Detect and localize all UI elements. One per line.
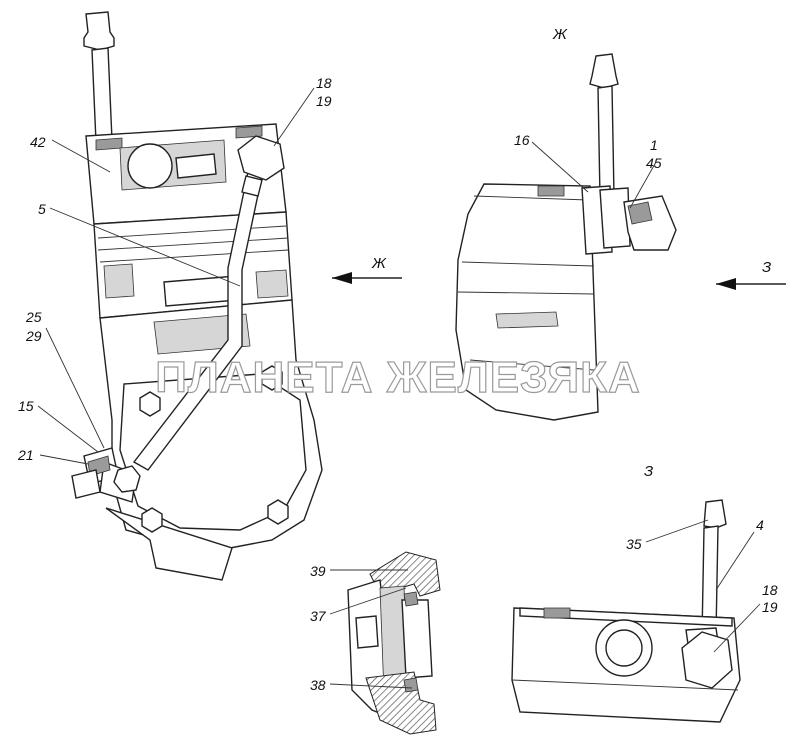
- callout-38: 38: [310, 677, 326, 693]
- view-zh: [455, 53, 677, 421]
- section-view-callouts: 39 37 38: [310, 563, 413, 693]
- callout-21: 21: [17, 447, 34, 463]
- view-label-z-arrow: З: [762, 259, 771, 276]
- section-view: [347, 551, 441, 735]
- callout-5: 5: [38, 201, 46, 217]
- callout-18b: 18: [762, 582, 778, 598]
- view-z: [511, 499, 741, 723]
- callout-37: 37: [310, 608, 327, 624]
- view-label-z: З: [644, 463, 653, 480]
- callout-19b: 19: [762, 599, 778, 615]
- callout-39: 39: [310, 563, 326, 579]
- callout-42: 42: [30, 134, 46, 150]
- callout-45: 45: [646, 155, 662, 171]
- callout-18: 18: [316, 75, 332, 91]
- callout-25: 25: [25, 309, 42, 325]
- callout-29: 29: [25, 328, 42, 344]
- view-zh-callouts: 16 1 45: [514, 132, 662, 209]
- watermark-text: ПЛАНЕТА ЖЕЛЕЗЯКА: [155, 353, 641, 402]
- callout-35: 35: [626, 536, 642, 552]
- view-arrow-zh: Ж: [332, 255, 402, 284]
- main-view-callouts: 42 18 19 5 25 29 15 21: [17, 75, 332, 465]
- callout-15: 15: [18, 398, 34, 414]
- view-arrow-z: З: [716, 259, 786, 290]
- callout-4: 4: [756, 517, 764, 533]
- main-view: [71, 11, 323, 581]
- view-label-zh-top: Ж: [552, 26, 568, 43]
- callout-19: 19: [316, 93, 332, 109]
- view-z-callouts: 35 4 18 19: [626, 517, 778, 653]
- callout-16: 16: [514, 132, 530, 148]
- view-label-zh-arrow: Ж: [371, 255, 387, 272]
- callout-1: 1: [650, 137, 658, 153]
